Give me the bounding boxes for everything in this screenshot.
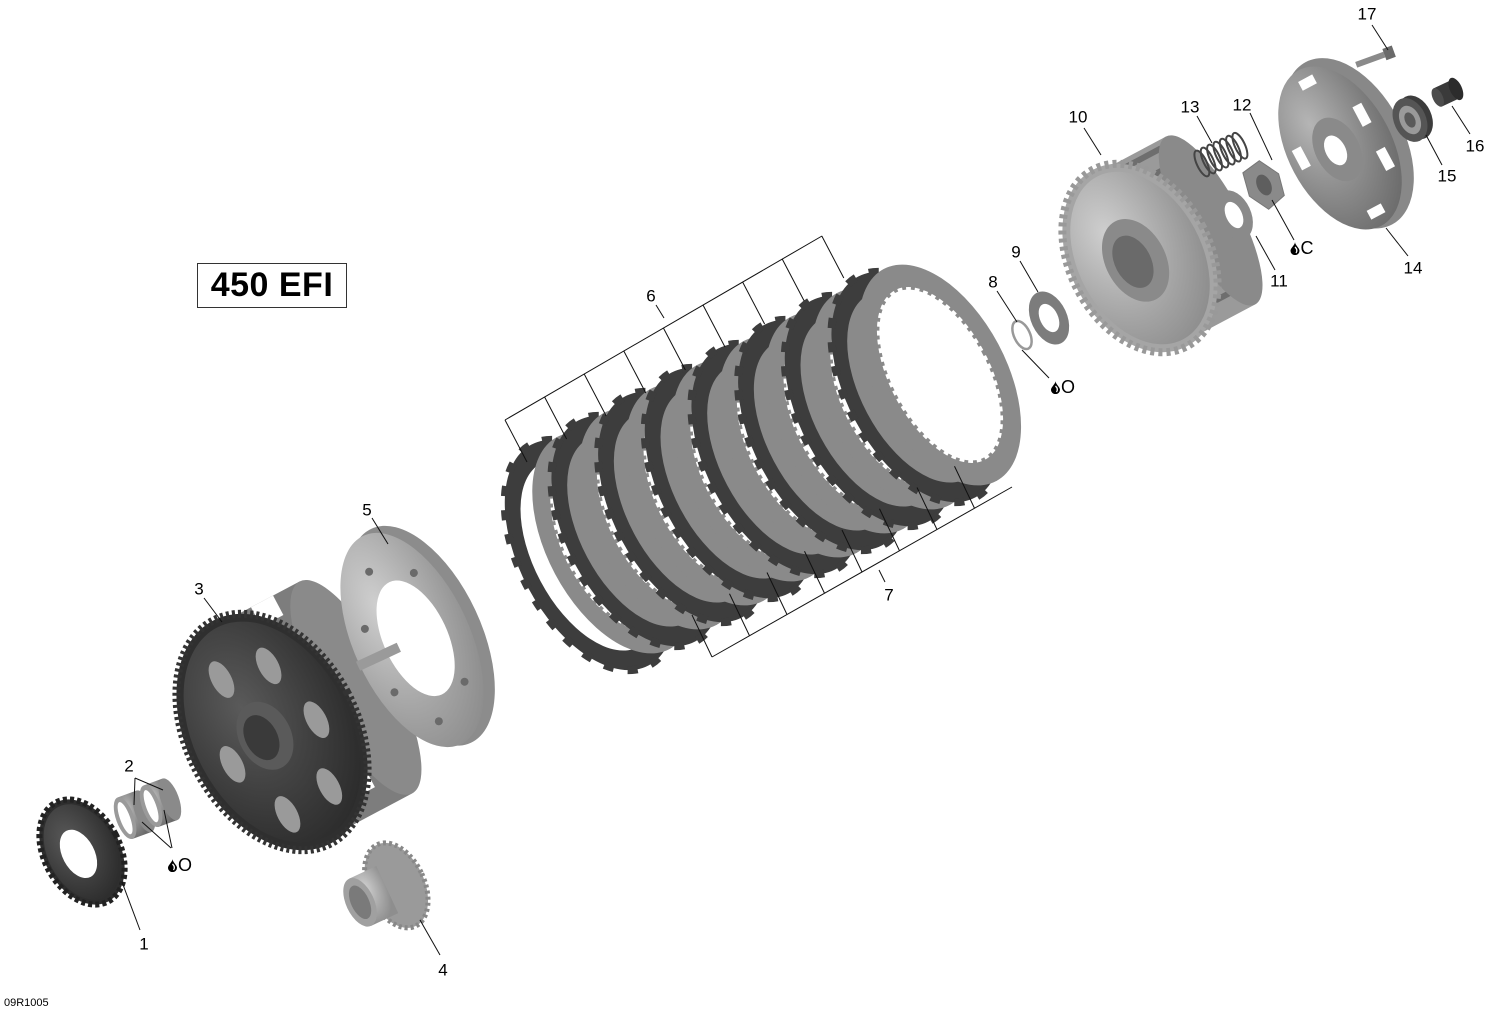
model-title: 450 EFI: [210, 266, 334, 304]
part-1-gear: [36, 796, 128, 908]
callout-7: 7: [884, 585, 894, 605]
part-3-clutch-housing: [172, 579, 422, 855]
part-13-spring: [1193, 131, 1249, 178]
part-10-clutch-hub: [1058, 135, 1263, 357]
part-14-cover-plate: [1278, 58, 1414, 230]
lubricant-code: O: [1060, 377, 1076, 397]
part-6-7-clutch-plates: [500, 264, 1022, 675]
part-2-bushings: [113, 778, 182, 840]
oil-drop-icon: [1290, 241, 1300, 255]
callout-11: 11: [1270, 271, 1288, 291]
callout-14: 14: [1403, 258, 1423, 278]
part-16-cap: [1431, 77, 1464, 107]
part-11-washer: [1215, 190, 1253, 240]
callout-10: 10: [1068, 107, 1088, 127]
part-15-bearing: [1392, 95, 1433, 142]
part-12-nut: [1242, 160, 1285, 210]
callout-17: 17: [1357, 4, 1377, 24]
lubricant-code: C: [1300, 238, 1314, 258]
part-8-o-ring: [1011, 319, 1033, 351]
model-title-box: 450 EFI: [197, 263, 347, 308]
oil-drop-icon: [1050, 380, 1060, 394]
part-5-pressure-plate: [340, 525, 495, 748]
oil-drop-icon: [167, 858, 177, 872]
callout-16: 16: [1465, 136, 1485, 156]
lubricant-mark: C: [1290, 238, 1314, 258]
callout-1: 1: [139, 934, 149, 954]
callout-2: 2: [124, 756, 134, 776]
callout-12: 12: [1232, 95, 1252, 115]
callout-9: 9: [1011, 242, 1021, 262]
part-9-washer: [1028, 291, 1070, 345]
part-4-drive-gear: [343, 840, 431, 931]
callout-3: 3: [194, 579, 204, 599]
callout-4: 4: [438, 960, 448, 980]
lubricant-code: O: [177, 855, 193, 875]
part-17-bolt: [1355, 45, 1396, 68]
callout-15: 15: [1437, 166, 1457, 186]
callout-5: 5: [362, 500, 372, 520]
callout-8: 8: [988, 272, 998, 292]
callout-13: 13: [1180, 97, 1200, 117]
lubricant-mark: O: [1050, 377, 1076, 397]
callout-6: 6: [646, 286, 656, 306]
plate-bracket-lines: [504, 235, 1013, 658]
lubricant-mark: O: [167, 855, 193, 875]
drawing-id: 09R1005: [4, 997, 49, 1009]
leader-lines: [121, 24, 1471, 956]
